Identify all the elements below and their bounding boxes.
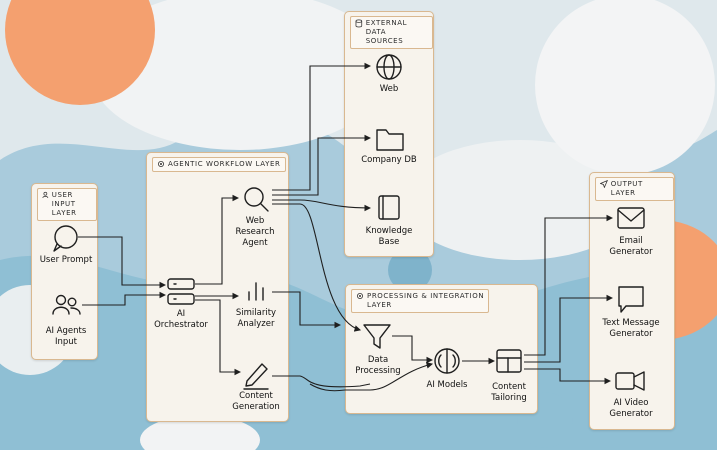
node-user-prompt: User Prompt bbox=[39, 255, 93, 265]
agentic-workflow-layer-title: AGENTIC WORKFLOW LAYER bbox=[152, 157, 286, 172]
node-ai-video-generator: AI Video Generator bbox=[609, 398, 653, 419]
processing-integration-layer-panel: PROCESSING & INTEGRATION LAYER bbox=[345, 284, 538, 414]
node-web-research-agent: Web Research Agent bbox=[235, 216, 275, 248]
database-icon bbox=[355, 19, 363, 28]
external-data-sources-panel: EXTERNAL DATA SOURCES bbox=[344, 11, 434, 257]
node-knowledge-base: Knowledge Base bbox=[365, 226, 413, 247]
node-text-message-generator: Text Message Generator bbox=[602, 318, 660, 339]
gear-icon bbox=[357, 293, 363, 299]
panel-title: EXTERNAL DATA SOURCES bbox=[365, 19, 408, 45]
node-content-tailoring: Content Tailoring bbox=[491, 382, 527, 403]
panel-title: USER INPUT LAYER bbox=[51, 191, 77, 217]
node-ai-agents-input: AI Agents Input bbox=[45, 326, 87, 347]
agentic-workflow-layer-panel: AGENTIC WORKFLOW LAYER bbox=[146, 152, 289, 422]
node-content-generation: Content Generation bbox=[232, 391, 280, 412]
panel-title: AGENTIC WORKFLOW LAYER bbox=[168, 160, 281, 168]
node-email-generator: Email Generator bbox=[609, 236, 653, 257]
send-icon bbox=[600, 180, 608, 188]
processing-integration-layer-title: PROCESSING & INTEGRATION LAYER bbox=[351, 289, 490, 313]
node-ai-models: AI Models bbox=[426, 380, 468, 390]
node-ai-orchestrator: AI Orchestrator bbox=[154, 309, 208, 330]
node-web: Web bbox=[379, 84, 399, 94]
node-similarity-analyzer: Similarity Analyzer bbox=[235, 308, 277, 329]
node-company-db: Company DB bbox=[361, 155, 417, 165]
external-data-sources-title: EXTERNAL DATA SOURCES bbox=[350, 16, 433, 49]
user-input-layer-title: USER INPUT LAYER bbox=[37, 188, 97, 221]
node-data-processing: Data Processing bbox=[355, 355, 401, 376]
user-icon bbox=[42, 191, 49, 199]
panel-title: PROCESSING & INTEGRATION LAYER bbox=[367, 292, 485, 309]
output-layer-title: OUTPUT LAYER bbox=[595, 177, 674, 201]
panel-title: OUTPUT LAYER bbox=[610, 180, 643, 197]
output-layer-panel: OUTPUT LAYER bbox=[589, 172, 675, 430]
gear-icon bbox=[158, 161, 164, 167]
